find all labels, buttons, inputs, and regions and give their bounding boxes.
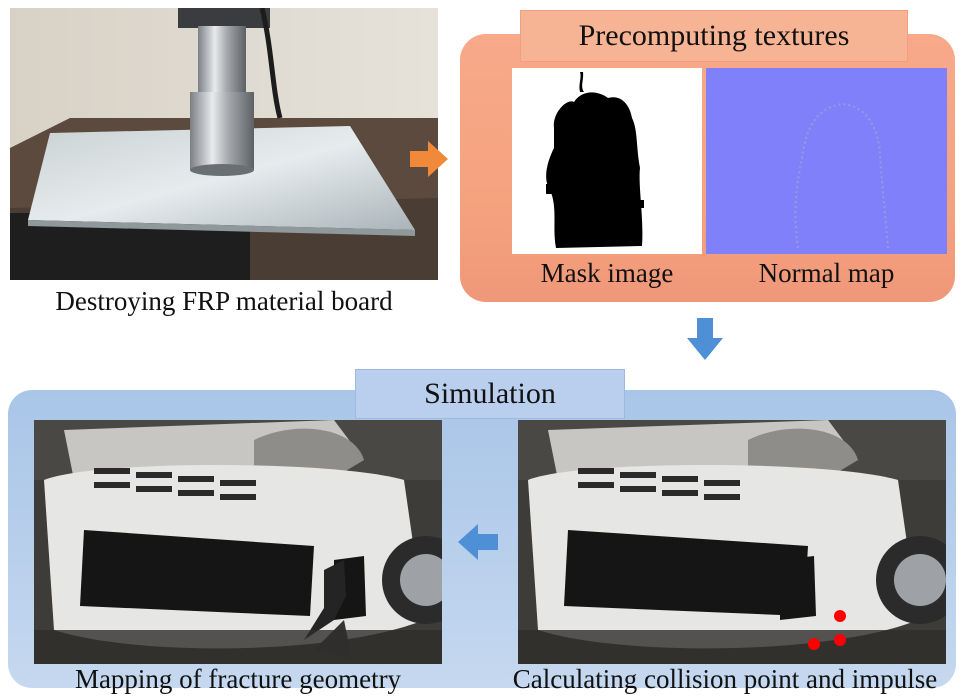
- mask-caption: Mask image: [540, 258, 674, 288]
- normal-map-image: [706, 68, 947, 254]
- photo-caption: Destroying FRP material board: [55, 286, 393, 316]
- simulation-title: Simulation: [424, 377, 556, 410]
- precompute-title: Precomputing textures: [578, 19, 850, 52]
- arrow-down-icon: [687, 318, 723, 360]
- collision-caption: Calculating collision point and impulse: [512, 664, 938, 694]
- normal-caption: Normal map: [758, 258, 895, 288]
- fracture-caption: Mapping of fracture geometry: [74, 664, 402, 694]
- collision-point: [834, 634, 846, 646]
- arrow-right-icon: [410, 141, 448, 177]
- simulation-title-box: Simulation: [355, 369, 625, 419]
- precompute-title-box: Precomputing textures: [520, 10, 908, 62]
- collision-point: [834, 610, 846, 622]
- fracture-render: [34, 420, 442, 664]
- mask-image: [512, 68, 702, 254]
- collision-render: [518, 420, 946, 664]
- arrow-left-icon: [458, 524, 498, 560]
- collision-point: [808, 638, 820, 650]
- frp-board-photo: [10, 8, 438, 280]
